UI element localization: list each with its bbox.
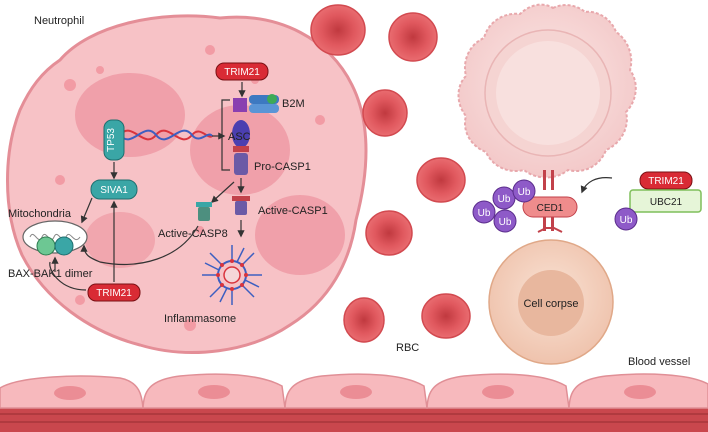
- trim21-right-badge: TRIM21: [639, 171, 693, 190]
- b2m-label: B2M: [282, 98, 305, 110]
- inflammasome-structure: [202, 245, 262, 305]
- ubc21-to-ced1-arrow: [580, 177, 613, 194]
- ub-label-4: Ub: [518, 187, 531, 198]
- ub-label-5: Ub: [620, 215, 633, 226]
- mitochondria-label: Mitochondria: [8, 208, 72, 220]
- cell-corpse-label: Cell corpse: [523, 298, 578, 310]
- asc-label: ASC: [228, 131, 251, 143]
- pro-casp1-label: Pro-CASP1: [254, 161, 311, 173]
- mitochondria: [22, 220, 88, 256]
- active-casp1-label: Active-CASP1: [258, 205, 328, 217]
- ced1-label: CED1: [537, 203, 564, 214]
- active-casp8-shape: [196, 202, 212, 221]
- ubiquitin-chain: Ub Ub Ub Ub: [472, 179, 536, 233]
- rbc-label: RBC: [396, 342, 419, 354]
- b2m-complex: [232, 94, 279, 175]
- ub-right: Ub: [614, 207, 638, 231]
- tp53-label: TP53: [106, 128, 117, 152]
- red-blood-cells: [310, 4, 471, 343]
- active-casp1-shape: [232, 196, 250, 215]
- phagocyte-cell: [457, 3, 637, 179]
- trim21-top-badge: TRIM21: [215, 62, 269, 81]
- ub-label-2: Ub: [499, 217, 512, 228]
- blood-vessel-wall: [0, 373, 708, 432]
- inflammasome-label: Inflammasome: [164, 313, 236, 325]
- casp8-to-mito-arrow: [80, 225, 199, 265]
- trim21-bottom-curve: [49, 261, 87, 291]
- trim21-bottom-badge: TRIM21: [87, 283, 141, 302]
- trim21-bottom-label: TRIM21: [96, 288, 132, 299]
- ced1-receptor: CED1: [522, 170, 578, 233]
- neutrophil-cell: [6, 14, 368, 354]
- neutrophil-label: Neutrophil: [34, 15, 84, 27]
- siva1-to-mito-arrow: [80, 197, 93, 224]
- tp53-box: TP53: [103, 119, 125, 161]
- siva1-label: SIVA1: [100, 185, 128, 196]
- blood-vessel-label: Blood vessel: [628, 356, 690, 368]
- ubc21-label: UBC21: [650, 197, 683, 208]
- dna-helix: [119, 129, 213, 141]
- trim21-right-label: TRIM21: [648, 176, 684, 187]
- trim21-top-label: TRIM21: [224, 67, 260, 78]
- ubc21-box: UBC21: [629, 189, 702, 213]
- to-casp8-arrow: [210, 181, 235, 203]
- bax-bak1-label: BAX-BAK1 dimer: [8, 268, 93, 280]
- cell-corpse: Cell corpse: [488, 239, 614, 365]
- siva1-box: SIVA1: [90, 179, 138, 200]
- ub-label-1: Ub: [478, 208, 491, 219]
- ub-label-3: Ub: [498, 194, 511, 205]
